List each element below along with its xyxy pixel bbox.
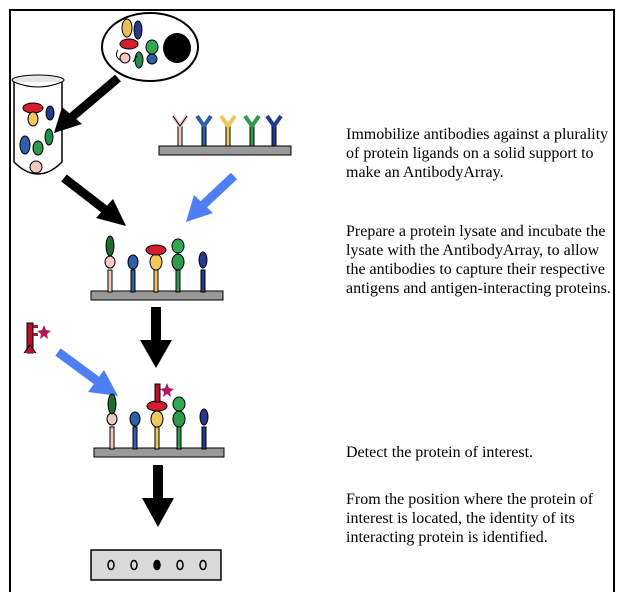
blue-arrow-detector <box>55 348 118 396</box>
antibody-array-icon <box>158 114 292 156</box>
step-2-text: Prepare a protein lysate and incubate th… <box>346 223 611 297</box>
tube-icon <box>11 74 65 175</box>
captured-array-icon <box>90 235 224 301</box>
step-1-text: Immobilize antibodies against a pluralit… <box>346 126 609 181</box>
antibody <box>171 114 189 147</box>
readout-slide-icon <box>90 549 222 581</box>
arrow-cell-to-tube <box>54 74 121 133</box>
arrow-down-2 <box>142 465 174 527</box>
cell-icon <box>101 12 199 82</box>
figure-frame <box>9 9 615 592</box>
blue-arrow-array-to-capture <box>186 172 238 222</box>
detection-antibody-icon <box>23 322 51 354</box>
step-4-text: From the position where the protein of i… <box>346 491 594 546</box>
step-3-text: Detect the protein of interest. <box>346 444 534 461</box>
detected-array-icon <box>93 383 225 458</box>
arrow-tube-to-array <box>61 174 126 226</box>
arrow-down-1 <box>140 307 172 368</box>
